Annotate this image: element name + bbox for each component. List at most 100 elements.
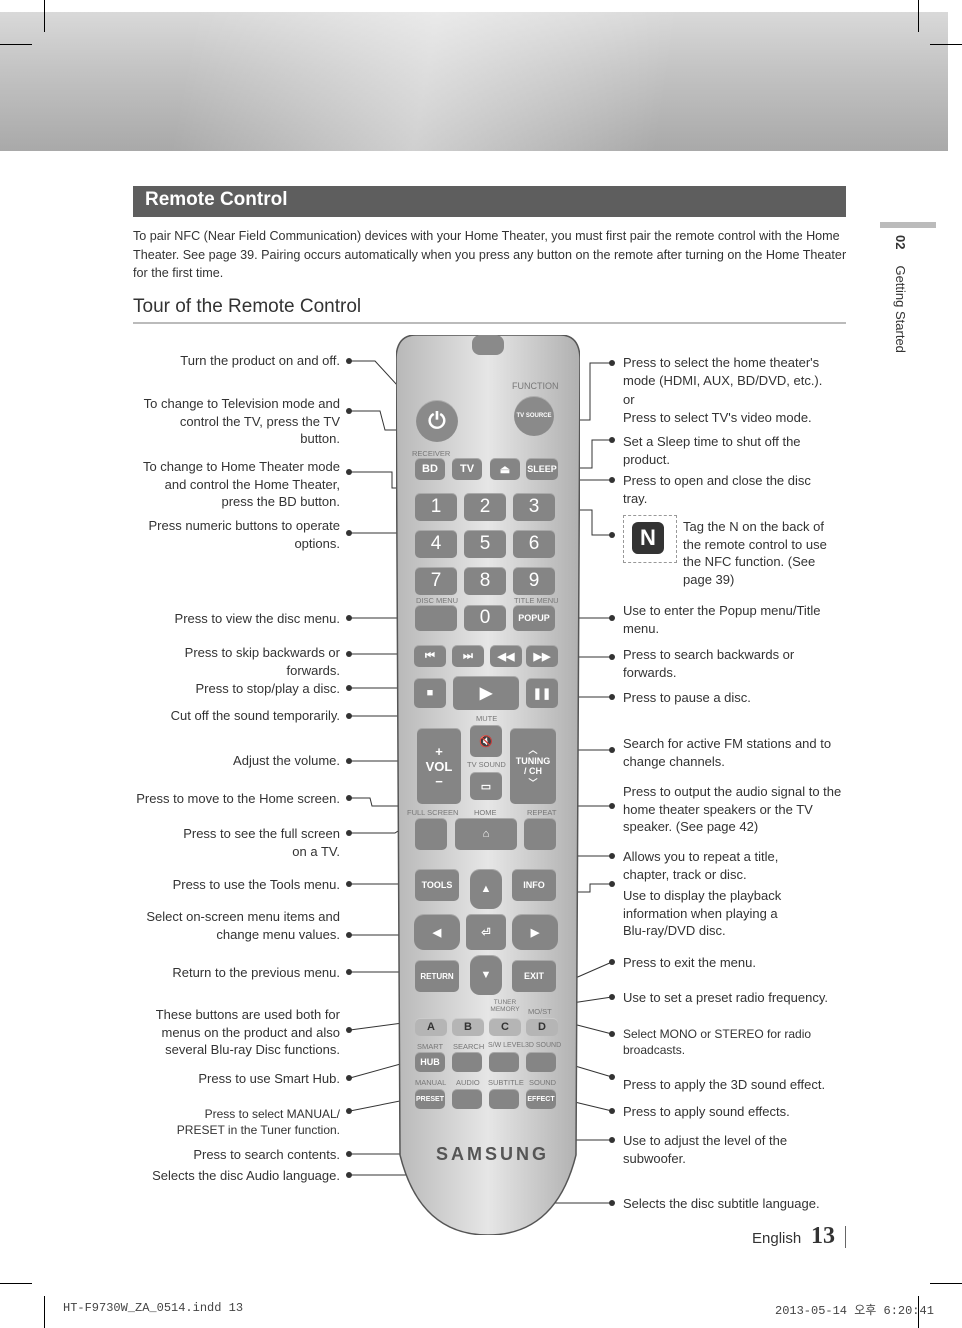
leader-dot	[346, 932, 352, 938]
disc-menu-button[interactable]	[415, 605, 457, 631]
subtitle-button[interactable]	[489, 1089, 519, 1109]
label-power: Turn the product on and off.	[180, 353, 340, 368]
left-button[interactable]: ◀	[414, 914, 460, 950]
preset-button[interactable]: PRESET	[415, 1089, 445, 1109]
mute-button[interactable]: 🔇	[470, 725, 502, 757]
eject-button[interactable]: ⏏	[490, 458, 520, 480]
tv-source-button[interactable]: TV SOURCE	[514, 396, 554, 436]
label-full-screen: Press to see the full screen on a TV.	[183, 826, 340, 859]
leader-dot	[609, 803, 615, 809]
slug-file: HT-F9730W_ZA_0514.indd 13	[63, 1301, 244, 1315]
nfc-frame	[623, 515, 677, 563]
vol-label: VOL	[425, 758, 453, 774]
3d-sound-button[interactable]	[526, 1052, 556, 1072]
leader-dot	[346, 408, 352, 414]
label-exit: Press to exit the menu.	[623, 955, 756, 970]
sleep-button[interactable]: SLEEP	[526, 458, 558, 480]
leader-dot	[346, 881, 352, 887]
label-popup: Use to enter the Popup menu/Title menu.	[623, 603, 821, 636]
stop-button[interactable]: ■	[414, 678, 446, 708]
num-9-button[interactable]: 9	[513, 567, 555, 595]
fast-forward-button[interactable]: ▶▶	[526, 645, 558, 667]
leader-dot	[346, 615, 352, 621]
sw-level-button[interactable]	[489, 1052, 519, 1072]
effect-button[interactable]: EFFECT	[526, 1089, 556, 1109]
search-button[interactable]	[452, 1052, 482, 1072]
leader-dot	[346, 358, 352, 364]
num-6-button[interactable]: 6	[513, 530, 555, 558]
tv-sound-button[interactable]: ▭	[470, 772, 502, 800]
label-3d-sound: Press to apply the 3D sound effect.	[623, 1077, 826, 1092]
tuning-label: TUNING	[515, 756, 551, 766]
chapter-label: 02Getting Started	[893, 235, 908, 353]
footer-language: English	[752, 1230, 802, 1247]
rewind-button[interactable]: ◀◀	[490, 645, 522, 667]
leader-dot	[346, 530, 352, 536]
pause-button[interactable]: ❚❚	[526, 678, 558, 708]
skip-forward-button[interactable]: ⏭	[452, 645, 484, 667]
leader-dot	[609, 360, 615, 366]
b-button[interactable]: B	[452, 1018, 484, 1036]
num-5-button[interactable]: 5	[464, 530, 506, 558]
exit-button[interactable]: EXIT	[512, 960, 556, 992]
smart-hub-button[interactable]: HUB	[415, 1052, 445, 1072]
chapter-number: 02	[893, 235, 908, 250]
num-4-button[interactable]: 4	[415, 530, 457, 558]
label-stop-play: Press to stop/play a disc.	[195, 681, 340, 696]
slug-date: 2013-05-14 오후 6:20:41	[775, 1304, 934, 1318]
skip-back-button[interactable]: ⏮	[414, 645, 446, 667]
down-button[interactable]: ▼	[470, 955, 502, 995]
label-sw-level: Use to adjust the level of the subwoofer…	[623, 1133, 788, 1166]
num-2-button[interactable]: 2	[464, 493, 506, 521]
tools-button[interactable]: TOOLS	[415, 869, 459, 901]
power-button[interactable]: ⏻	[416, 400, 458, 442]
label-effect: Press to apply sound effects.	[623, 1104, 790, 1119]
label-search: Press to search contents.	[193, 1147, 340, 1162]
audio-text: AUDIO	[456, 1078, 480, 1087]
bd-button[interactable]: BD	[415, 458, 445, 480]
right-button[interactable]: ▶	[512, 914, 558, 950]
c-button[interactable]: C	[489, 1018, 521, 1036]
leader-dot	[346, 969, 352, 975]
full-screen-button[interactable]	[415, 818, 447, 850]
repeat-text: REPEAT	[527, 808, 557, 817]
volume-rocker[interactable]: + VOL −	[417, 728, 461, 804]
tv-button[interactable]: TV	[452, 458, 482, 480]
tuning-ch-rocker[interactable]: ︿ TUNING / CH ﹀	[510, 728, 556, 804]
crop-mark	[930, 44, 962, 45]
label-tools: Press to use the Tools menu.	[172, 877, 340, 892]
popup-button[interactable]: POPUP	[513, 605, 555, 631]
return-button[interactable]: RETURN	[415, 960, 459, 992]
label-mute: Cut off the sound temporarily.	[170, 708, 340, 723]
d-button[interactable]: D	[526, 1018, 558, 1036]
tools-label: TOOLS	[421, 880, 453, 890]
label-sleep: Set a Sleep time to shut off the product…	[623, 434, 801, 467]
num-1-button[interactable]: 1	[415, 493, 457, 521]
num-8-button[interactable]: 8	[464, 567, 506, 595]
play-button[interactable]: ▶	[453, 676, 519, 710]
enter-button[interactable]: ⏎	[466, 914, 506, 950]
return-label: RETURN	[420, 971, 454, 981]
leader-dot	[346, 1027, 352, 1033]
subtitle-text: SUBTITLE	[488, 1078, 524, 1087]
a-button[interactable]: A	[415, 1018, 447, 1036]
num-3-button[interactable]: 3	[513, 493, 555, 521]
label-disc-menu: Press to view the disc menu.	[174, 611, 340, 626]
receiver-text: RECEIVER	[412, 449, 451, 458]
label-bd: To change to Home Theater mode and contr…	[142, 459, 340, 509]
info-button[interactable]: INFO	[512, 869, 556, 901]
vol-plus-icon: +	[435, 743, 443, 759]
up-button[interactable]: ▲	[470, 869, 502, 909]
home-button[interactable]: ⌂	[455, 818, 517, 850]
leader-dot	[609, 1200, 615, 1206]
leader-dot	[609, 994, 615, 1000]
repeat-button[interactable]	[524, 818, 556, 850]
num-0-button[interactable]: 0	[464, 605, 506, 631]
leader-dot	[609, 853, 615, 859]
samsung-logo: SAMSUNG	[436, 1144, 550, 1164]
page-number: 13	[811, 1223, 835, 1249]
leader-dot	[346, 1151, 352, 1157]
audio-button[interactable]	[452, 1089, 482, 1109]
num-7-button[interactable]: 7	[415, 567, 457, 595]
exit-label: EXIT	[523, 971, 544, 981]
